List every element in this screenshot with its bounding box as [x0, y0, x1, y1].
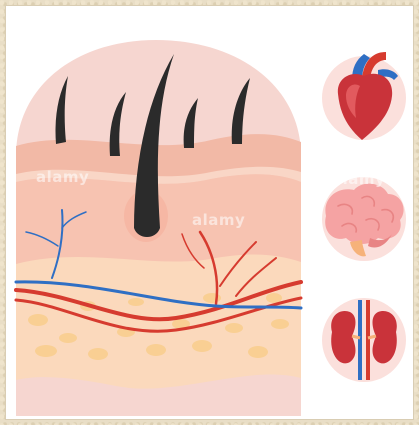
- illustration-canvas: [6, 6, 413, 419]
- skin-cross-section-icon: [16, 40, 301, 416]
- illustration-card: alamy alamy alamy: [6, 6, 413, 419]
- kidneys-icon: [322, 298, 406, 382]
- heart-icon: [322, 52, 406, 140]
- brain-icon: [322, 177, 406, 261]
